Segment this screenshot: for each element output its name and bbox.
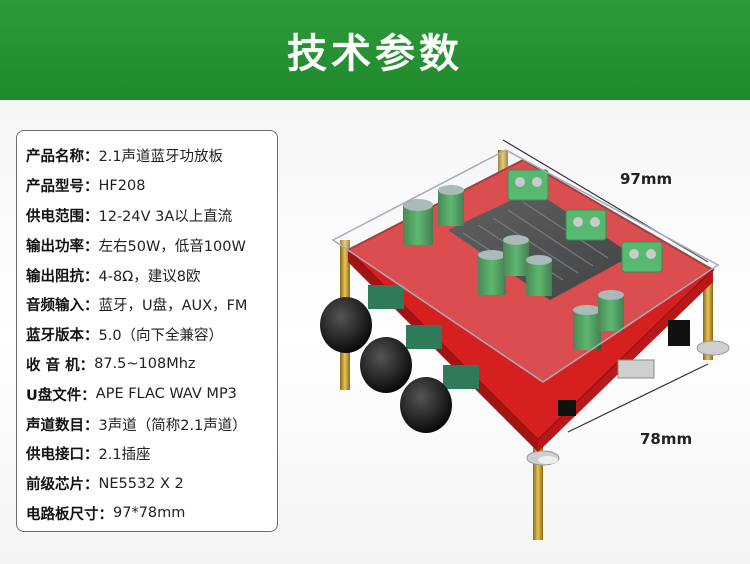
spec-key: 声道数目： bbox=[26, 417, 99, 434]
spec-value: 12-24V 3A以上直流 bbox=[98, 208, 233, 225]
spec-panel: 产品名称：2.1声道蓝牙功放板 产品型号：HF208 供电范围：12-24V 3… bbox=[16, 130, 278, 532]
spec-key: 收 音 机： bbox=[26, 357, 95, 374]
spec-key: 输出功率： bbox=[26, 238, 99, 255]
spec-row: 蓝牙版本：5.0（向下全兼容） bbox=[26, 320, 277, 350]
spec-row: 产品型号：HF208 bbox=[26, 171, 277, 201]
spec-value: APE FLAC WAV MP3 bbox=[95, 386, 237, 403]
width-label: 97mm bbox=[620, 170, 673, 188]
spec-value: 2.1声道蓝牙功放板 bbox=[98, 149, 224, 166]
spec-key: 产品名称： bbox=[26, 149, 99, 166]
spec-key: 蓝牙版本： bbox=[26, 328, 99, 345]
spec-value: HF208 bbox=[98, 177, 146, 194]
spec-row: 电路板尺寸：97*78mm bbox=[26, 499, 277, 529]
spec-row: 声道数目：3声道（简称2.1声道） bbox=[26, 409, 277, 439]
spec-row: 产品名称：2.1声道蓝牙功放板 bbox=[26, 141, 277, 171]
spec-row: 收 音 机：87.5~108Mhz bbox=[26, 350, 277, 380]
spec-row: 供电范围：12-24V 3A以上直流 bbox=[26, 201, 277, 231]
title-banner: 技术参数 bbox=[0, 0, 750, 100]
spec-row: 供电接口：2.1插座 bbox=[26, 439, 277, 469]
spec-value: 4-8Ω，建议8欧 bbox=[98, 268, 201, 285]
spec-key: 产品型号： bbox=[26, 179, 99, 196]
spec-key: 前级芯片： bbox=[26, 477, 99, 494]
spec-value: 87.5~108Mhz bbox=[94, 356, 196, 373]
spec-key: 输出阻抗： bbox=[26, 268, 99, 285]
spec-key: 音频输入： bbox=[26, 298, 99, 315]
spec-value: 2.1插座 bbox=[98, 447, 151, 464]
spec-key: 供电范围： bbox=[26, 208, 99, 225]
spec-value: 5.0（向下全兼容） bbox=[98, 328, 224, 345]
page-title: 技术参数 bbox=[287, 31, 463, 77]
depth-label: 78mm bbox=[640, 430, 693, 448]
spec-value: NE5532 X 2 bbox=[98, 475, 184, 492]
spec-key: 电路板尺寸： bbox=[26, 506, 113, 523]
spec-value: 蓝牙，U盘，AUX，FM bbox=[98, 298, 248, 315]
amplifier-board-icon bbox=[320, 139, 730, 540]
spec-value: 97*78mm bbox=[113, 505, 186, 522]
spec-value: 3声道（简称2.1声道） bbox=[98, 417, 247, 434]
spec-row: U盘文件：APE FLAC WAV MP3 bbox=[26, 379, 277, 409]
spec-row: 输出功率：左右50W，低音100W bbox=[26, 230, 277, 260]
spec-row: 前级芯片：NE5532 X 2 bbox=[26, 469, 277, 499]
amplifier-board-illustration bbox=[288, 120, 740, 560]
spec-key: 供电接口： bbox=[26, 447, 99, 464]
spec-row: 输出阻抗：4-8Ω，建议8欧 bbox=[26, 260, 277, 290]
spec-value: 左右50W，低音100W bbox=[98, 238, 246, 255]
spec-key: U盘文件： bbox=[26, 387, 96, 404]
spec-row: 音频输入：蓝牙，U盘，AUX，FM bbox=[26, 290, 277, 320]
